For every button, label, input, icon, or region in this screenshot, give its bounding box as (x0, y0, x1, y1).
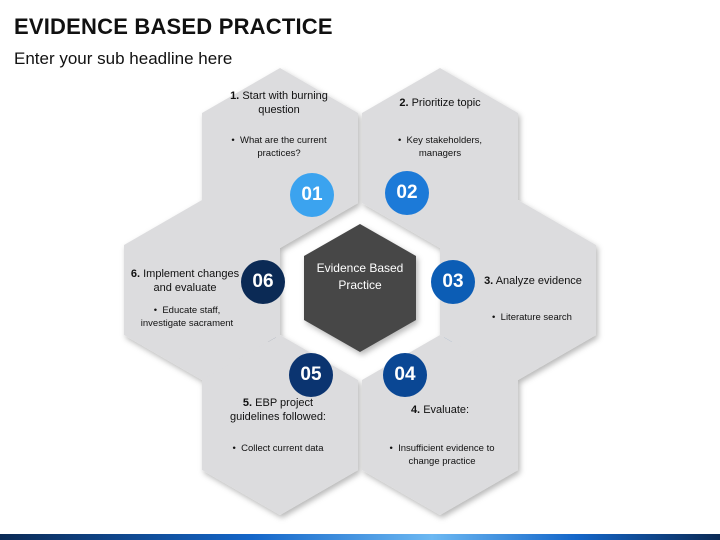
page-title: EVIDENCE BASED PRACTICE (14, 14, 333, 39)
step-3-heading: 3. Analyze evidence (478, 274, 588, 288)
step-4-title: Evaluate: (423, 404, 470, 416)
step-2-bullet: • Key stakeholders, managers (397, 135, 483, 159)
number-circle-2 (385, 171, 429, 215)
step-number-4: 04 (394, 364, 416, 385)
step-2-number-text: 2. (399, 97, 409, 109)
step-6-heading: 6. Implement changes and evaluate (126, 267, 244, 295)
step-5-heading: 5. EBP project guidelines followed: (222, 396, 334, 424)
step-3-bullet: • Literature search (492, 312, 572, 323)
number-circle-5 (289, 353, 333, 397)
step-number-6: 06 (252, 271, 274, 292)
step-2-heading: 2. Prioritize topic (386, 96, 494, 110)
center-hexagon (304, 224, 416, 352)
step-3-number-text: 3. (484, 275, 494, 287)
step-4-number-text: 4. (410, 404, 421, 416)
step-4-bullet: • Insufficient evidence to change practi… (389, 443, 495, 467)
step-5-bullet: • Collect current data (232, 443, 324, 454)
step-3-title: Analyze evidence (495, 275, 582, 287)
step-2-bullet-text: Key stakeholders, managers (406, 135, 483, 159)
step-2-title: Prioritize topic (411, 97, 481, 109)
step-number-5: 05 (300, 364, 322, 385)
step-1-bullet-text: What are the current practices? (240, 135, 327, 159)
step-1-number-text: 1. (230, 90, 240, 102)
step-6-title: Implement changes and evaluate (143, 268, 240, 294)
step-1-heading: 1. Start with burning question (224, 89, 334, 117)
step-number-2: 02 (396, 182, 418, 203)
number-circles (241, 171, 475, 397)
step-5-bullet-text: Collect current data (241, 443, 324, 454)
step-5-number-text: 5. (242, 397, 253, 409)
number-circle-4 (383, 353, 427, 397)
step-3-bullet-text: Literature search (500, 312, 572, 323)
step-number-3: 03 (442, 271, 464, 292)
hexagon-step-6 (124, 200, 280, 380)
step-6-bullet-text: Educate staff, investigate sacrament (140, 305, 234, 329)
step-4-heading: 4. Evaluate: (388, 403, 492, 417)
step-1-bullet: • What are the current practices? (231, 135, 327, 159)
step-6-number-text: 6. (130, 268, 141, 280)
footer-bar (0, 534, 720, 540)
step-4-bullet-text: Insufficient evidence to change practice (398, 443, 495, 467)
center-label: Evidence Based Practice (316, 261, 404, 292)
page-subtitle: Enter your sub headline here (14, 49, 233, 68)
number-circle-6 (241, 260, 285, 304)
step-5-title: EBP project guidelines followed: (229, 397, 326, 423)
number-circle-1 (290, 173, 334, 217)
step-number-1: 01 (301, 184, 323, 205)
hexagon-step-3 (440, 200, 596, 380)
step-6-bullet: • Educate staff, investigate sacrament (140, 305, 234, 329)
step-1-title: Start with burning question (242, 90, 328, 116)
number-circle-3 (431, 260, 475, 304)
